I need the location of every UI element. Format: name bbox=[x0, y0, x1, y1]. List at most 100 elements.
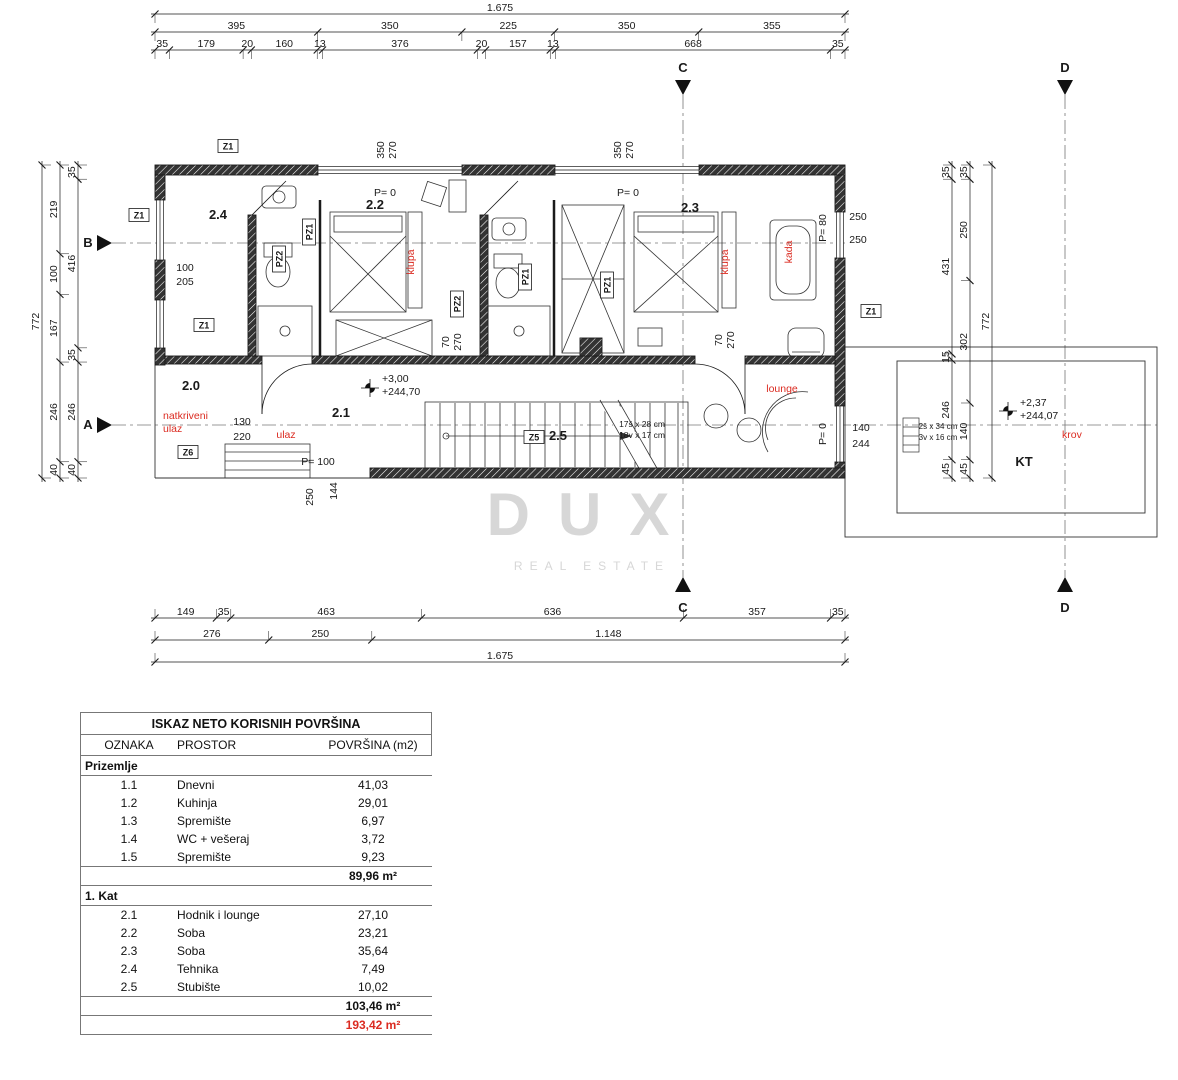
row-code: 2.2 bbox=[120, 926, 138, 940]
table-section-kat: 1. Kat bbox=[81, 886, 432, 906]
dim-label: 350 bbox=[618, 20, 636, 32]
row-code: 2.4 bbox=[120, 962, 138, 976]
dim-chain-right-total: 772 bbox=[980, 161, 996, 482]
plan-label-red: ulaz bbox=[163, 423, 182, 435]
roof-exterior-steps bbox=[902, 417, 920, 453]
plan-label: 2.4 bbox=[209, 207, 228, 222]
row-area: 29,01 bbox=[357, 796, 389, 810]
dim-label: 376 bbox=[391, 38, 409, 50]
plan-label-red: kada bbox=[783, 240, 795, 263]
axis-marker-c: C bbox=[675, 60, 691, 95]
row-space: Soba bbox=[177, 944, 206, 958]
row-space: Soba bbox=[177, 926, 206, 940]
opening-tag-z1: Z1 bbox=[128, 208, 150, 222]
dim-label: 179 bbox=[197, 38, 215, 50]
bathtub bbox=[769, 219, 817, 301]
dim-label: 35 bbox=[832, 38, 844, 50]
elevation-mark bbox=[998, 401, 1018, 421]
plan-label: 18v x 17 cm bbox=[619, 430, 665, 440]
bed-room-2-2 bbox=[329, 211, 407, 313]
plan-label: 130 bbox=[233, 416, 251, 428]
doors bbox=[251, 180, 746, 415]
plan-label: +244,07 bbox=[1020, 410, 1058, 422]
row-code: 1.1 bbox=[120, 778, 138, 792]
plan-label: 70 bbox=[440, 336, 452, 348]
dim-label: 160 bbox=[276, 38, 294, 50]
table-row: 2.2 Soba 23,21 bbox=[81, 924, 432, 942]
table-row: 1.1 Dnevni 41,03 bbox=[81, 776, 432, 794]
row-space: Kuhinja bbox=[177, 796, 218, 810]
row-space: WC + vešeraj bbox=[177, 832, 250, 846]
row-code: 1.2 bbox=[120, 796, 138, 810]
table-header-oznaka: OZNAKA bbox=[104, 738, 154, 752]
opening-tag-pz1: PZ1 bbox=[302, 218, 316, 246]
table-row: 2.3 Soba 35,64 bbox=[81, 942, 432, 960]
row-area: 9,23 bbox=[361, 850, 385, 864]
lounge-door bbox=[694, 363, 746, 415]
plan-label: P= 80 bbox=[817, 214, 829, 242]
svg-text:Z6: Z6 bbox=[183, 448, 194, 458]
svg-text:Z1: Z1 bbox=[134, 211, 145, 221]
area-table: ISKAZ NETO KORISNIH POVRŠINA OZNAKA PROS… bbox=[80, 712, 432, 1035]
table-title: ISKAZ NETO KORISNIH POVRŠINA bbox=[81, 712, 432, 735]
opening-tag-pz1: PZ1 bbox=[518, 263, 532, 291]
row-area: 6,97 bbox=[361, 814, 385, 828]
dim-label: 45 bbox=[940, 463, 952, 475]
plan-label: P= 100 bbox=[301, 456, 335, 468]
plan-label-red: ulaz bbox=[276, 429, 295, 441]
opening-tag-z1: Z1 bbox=[217, 139, 239, 153]
row-space: Stubište bbox=[177, 980, 221, 994]
axis-marker-d: D bbox=[1057, 577, 1073, 615]
dim-label: 250 bbox=[958, 221, 970, 239]
dim-label: 35 bbox=[832, 606, 844, 618]
dim-label: 395 bbox=[228, 20, 246, 32]
plan-label: 270 bbox=[725, 331, 737, 349]
svg-text:PZ2: PZ2 bbox=[453, 296, 463, 313]
plan-label-red: klupa bbox=[719, 249, 731, 274]
wardrobe-room-2-3 bbox=[561, 204, 625, 354]
dim-label: 35 bbox=[66, 349, 78, 361]
row-code: 1.4 bbox=[120, 832, 138, 846]
table-row: 1.5 Spremište 9,23 bbox=[81, 848, 432, 866]
table-row: 2.1 Hodnik i lounge 27,10 bbox=[81, 906, 432, 924]
plan-label: 2.1 bbox=[332, 405, 350, 420]
plan-label: 17š x 28 cm bbox=[619, 419, 665, 429]
windows bbox=[156, 166, 844, 463]
dim-label: 20 bbox=[476, 38, 488, 50]
svg-text:C: C bbox=[678, 60, 688, 75]
watermark-logo: DUX bbox=[487, 481, 698, 548]
dim-label: 20 bbox=[241, 38, 253, 50]
dim-label: 35 bbox=[218, 606, 230, 618]
table-row: 2.4 Tehnika 7,49 bbox=[81, 960, 432, 978]
axis-marker-d: D bbox=[1057, 60, 1073, 95]
dim-label: 355 bbox=[763, 20, 781, 32]
plan-label: 2.2 bbox=[366, 197, 384, 212]
bench-room-2-2 bbox=[407, 211, 423, 309]
thin-partitions bbox=[318, 200, 556, 356]
row-code: 2.3 bbox=[120, 944, 138, 958]
dim-label: 140 bbox=[958, 422, 970, 440]
window-top-2 bbox=[554, 166, 700, 174]
opening-tag-z6: Z6 bbox=[177, 445, 199, 459]
table-row: 1.4 WC + vešeraj 3,72 bbox=[81, 830, 432, 848]
axis-marker-c: C bbox=[675, 577, 691, 615]
desk-chair-room-2-2 bbox=[420, 179, 467, 213]
plan-label: KT bbox=[1015, 454, 1032, 469]
dim-label: 13 bbox=[314, 38, 326, 50]
svg-text:D: D bbox=[1060, 60, 1069, 75]
plan-label: 270 bbox=[624, 141, 636, 159]
furniture bbox=[257, 179, 825, 453]
lounge-furniture bbox=[703, 391, 809, 453]
plan-label: 350 bbox=[375, 141, 387, 159]
dim-label: 100 bbox=[48, 265, 60, 283]
opening-tag-z1: Z1 bbox=[860, 304, 882, 318]
watermark-subtitle: REAL ESTATE bbox=[514, 559, 670, 573]
plan-label-red: krov bbox=[1062, 429, 1083, 441]
opening-tag-z1: Z1 bbox=[193, 318, 215, 332]
dim-label: 772 bbox=[980, 313, 992, 331]
